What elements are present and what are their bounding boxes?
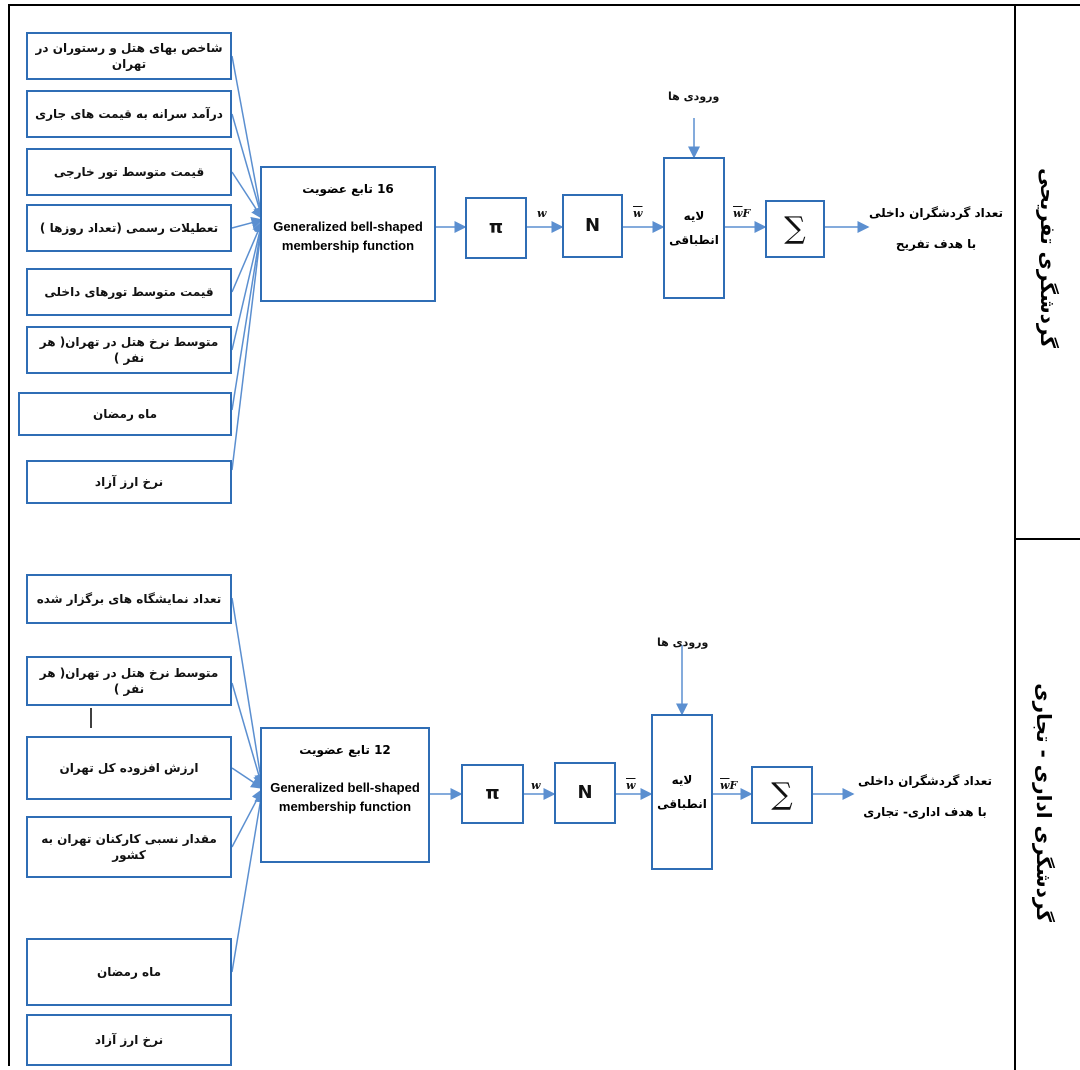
bottom-w-label: w (531, 779, 541, 792)
bottom-input-ramadan: ماه رمضان (26, 938, 232, 1006)
bottom-input-value-added: ارزش افزوده کل تهران (26, 736, 232, 800)
top-input-per-capita-income: درآمد سرانه به قیمت های جاری (26, 90, 232, 138)
top-membership-function-box: 16 تابع عضویت Generalized bell-shaped mem… (260, 166, 436, 302)
top-output-line1: تعداد گردشگران داخلی (869, 206, 1003, 220)
frame-top-line (8, 4, 1080, 6)
top-mf-name-line1: Generalized bell-shaped (273, 219, 423, 234)
top-input-hotel-rate: متوسط نرخ هتل در تهران( هر نفر ) (26, 326, 232, 374)
bottom-output-line1: تعداد گردشگران داخلی (858, 774, 992, 788)
bottom-adaptive-line1: لایه (671, 773, 693, 787)
top-input-ramadan: ماه رمضان (18, 392, 232, 436)
top-input-exchange-rate: نرخ ارز آزاد (26, 460, 232, 504)
bottom-wf-label: wF (720, 779, 738, 792)
top-mf-name-line2: membership function (281, 237, 415, 253)
bottom-output-label: تعداد گردشگران داخلی با هدف اداری- تجاری (850, 766, 1000, 828)
bottom-n-node: N (554, 762, 616, 824)
bottom-pi-node: π (461, 764, 524, 824)
bottom-input-workers-ratio: مقدار نسبی کارکنان تهران به کشور (26, 816, 232, 878)
top-sum-node: ∑ (765, 200, 825, 258)
bottom-mf-name-line2: membership function (278, 798, 412, 814)
frame-section-divider (1014, 538, 1080, 540)
top-adaptive-layer: لایه انطباقی (663, 157, 725, 299)
bottom-adaptive-layer: لایه انطباقی (651, 714, 713, 870)
top-output-line2: با هدف تفریح (895, 237, 977, 252)
top-output-label: تعداد گردشگران داخلی با هدف تفریح (866, 198, 1006, 260)
top-input-official-holidays: تعطیلات رسمی (تعداد روزها ) (26, 204, 232, 252)
top-input-foreign-tour-price: قیمت متوسط تور خارجی (26, 148, 232, 196)
top-input-hotel-price-index: شاخص بهای هتل و رستوران در تهران (26, 32, 232, 80)
bottom-side-label: گردشگری اداری - تجاری (1032, 683, 1056, 922)
bottom-wbar-label: w (626, 779, 636, 792)
top-wbar-label: w (633, 207, 643, 220)
bottom-input-exchange-rate: نرخ ارز آزاد (26, 1014, 232, 1066)
top-pi-node: π (465, 197, 527, 259)
top-inputs-label: ورودی ها (668, 90, 720, 103)
bottom-membership-function-box: 12 تابع عضویت Generalized bell-shaped mem… (260, 727, 430, 863)
top-mf-count: 16 تابع عضویت (302, 182, 394, 196)
bottom-mf-count: 12 تابع عضویت (299, 743, 391, 757)
bottom-mf-name-line1: Generalized bell-shaped (270, 780, 420, 795)
top-wf-label: wF (733, 207, 751, 220)
frame-right-divider (1014, 4, 1016, 1070)
bottom-input-exhibitions: تعداد نمایشگاه های برگزار شده (26, 574, 232, 624)
top-w-label: w (537, 207, 547, 220)
bottom-adaptive-line2: انطباقی (657, 797, 707, 811)
top-input-domestic-tour-price: قیمت متوسط تورهای داخلی (26, 268, 232, 316)
top-adaptive-line1: لایه (683, 209, 705, 223)
top-adaptive-line2: انطباقی (669, 233, 719, 247)
bottom-inputs-label: ورودی ها (657, 636, 709, 649)
top-n-node: N (562, 194, 623, 258)
bottom-input-hotel-rate: متوسط نرخ هتل در تهران( هر نفر ) (26, 656, 232, 706)
frame-left-line (8, 4, 10, 1066)
bottom-output-line2: با هدف اداری- تجاری (863, 805, 987, 820)
top-side-label: گردشگری تفریحی (1036, 168, 1060, 348)
bottom-sum-node: ∑ (751, 766, 813, 824)
